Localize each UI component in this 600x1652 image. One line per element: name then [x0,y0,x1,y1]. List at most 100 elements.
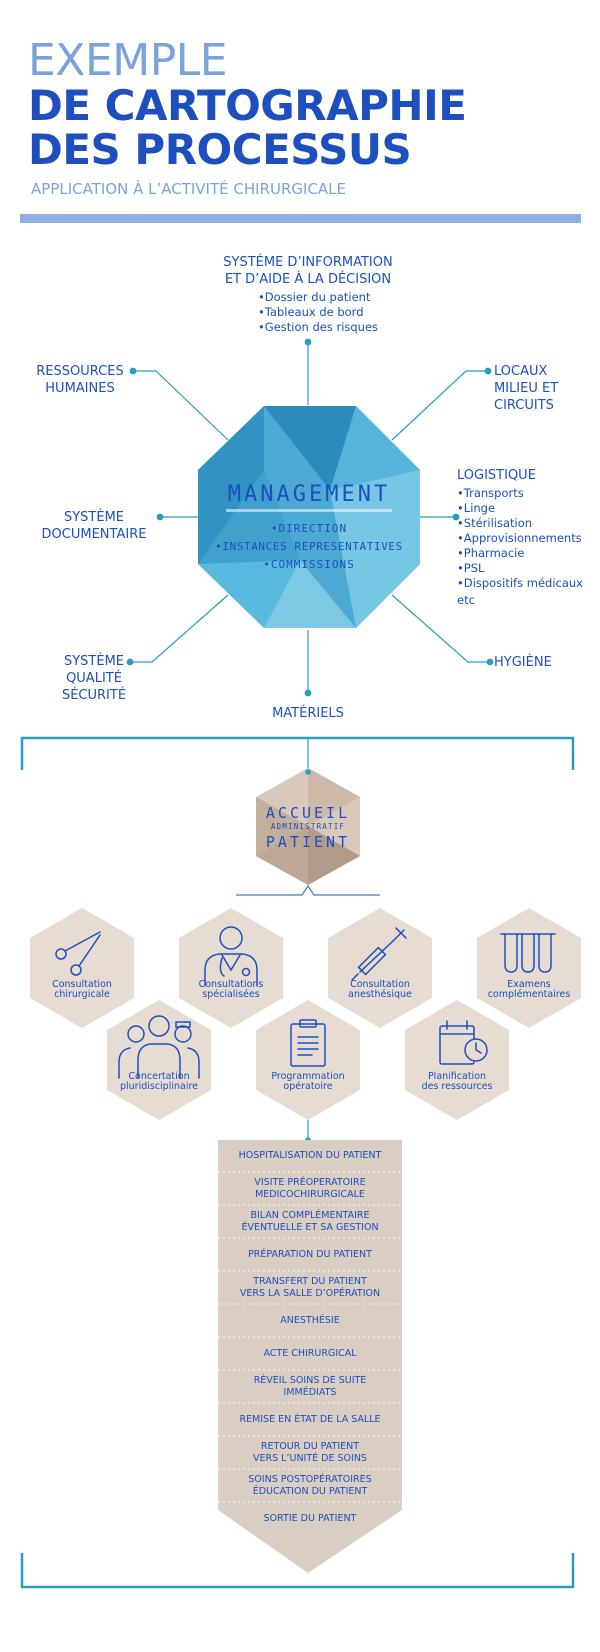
step-line: HOSPITALISATION DU PATIENT [238,1150,382,1161]
step-line: REMISE EN ÉTAT DE LA SALLE [239,1414,381,1425]
rh-line-1: RESSOURCES [36,364,124,379]
step-line: BILAN COMPLÉMENTAIRE [250,1210,370,1221]
clipboard-icon [290,1019,326,1067]
management-title: MANAGEMENT [227,482,391,507]
title-line-2: DE CARTOGRAPHIE [28,81,467,130]
locaux-line-3: CIRCUITS [494,398,554,413]
accueil-line-1: ACCUEIL [265,804,351,822]
consultation-label-line: opératoire [283,1081,333,1092]
locaux-label: LOCAUX MILIEU ET CIRCUITS [494,363,558,414]
consultation-label: Examens complémentaires [474,980,584,1000]
consultation-label-line: Consultation [350,979,410,990]
sid-item: •Gestion des risques [258,320,379,334]
accueil-line-2: ADMINISTRATIF [270,822,346,831]
consultation-hexagons [30,908,581,1120]
logistique-item: •PSL [457,561,485,575]
step-line: RETOUR DU PATIENT [260,1441,360,1452]
consultation-label-line: spécialisées [202,989,260,1000]
management-octagon [198,406,420,628]
management-item: •DIRECTION [270,522,348,535]
consultation-label: Planification des ressources [402,1072,512,1092]
locaux-line-1: LOCAUX [494,364,548,379]
step-line: ÉDUCATION DU PATIENT [252,1486,368,1497]
accueil-line-3: PATIENT [265,833,351,851]
hygiene-label: HYGIÈNE [494,655,552,670]
step-line: PRÉPARATION DU PATIENT [248,1249,372,1260]
logistique-title: LOGISTIQUE [457,468,536,483]
doc-label: SYSTÈME DOCUMENTAIRE [40,509,148,543]
process-step: ACTE CHIRURGICAL [218,1348,402,1360]
process-step: PRÉPARATION DU PATIENT [218,1249,402,1261]
step-line: VERS LA SALLE D’OPÉRATION [239,1288,381,1299]
step-line: ANESTHÉSIE [280,1315,340,1326]
step-line: IMMÉDIATS [283,1387,337,1398]
test-tubes-icon [500,933,556,973]
header-divider [20,214,581,223]
consultation-label: Consultations spécialisées [176,980,286,1000]
step-line: SORTIE DU PATIENT [263,1513,357,1524]
rh-label: RESSOURCES HUMAINES [30,363,130,397]
doc-line-2: DOCUMENTAIRE [41,527,147,542]
sid-item: •Dossier du patient [258,290,371,304]
connector-lines [126,338,494,697]
step-line: VERS L’UNITÉ DE SOINS [253,1453,367,1464]
accueil-hexagon [256,768,360,885]
step-line: VISITE PRÉOPERATOIRE [254,1177,366,1188]
step-line: ÉVENTUELLE ET SA GESTION [241,1222,379,1233]
subtitle: APPLICATION À L’ACTIVITÉ CHIRURGICALE [31,180,347,198]
sid-line-1: SYSTÉME D’INFORMATION [223,255,393,270]
consultation-label: Programmation opératoire [253,1072,363,1092]
process-step: ANESTHÉSIE [218,1315,402,1327]
rh-line-2: HUMAINES [45,381,115,396]
qualite-line-1: SYSTÈME [63,654,125,669]
process-step: REMISE EN ÉTAT DE LA SALLE [218,1414,402,1426]
step-line: MEDICOCHIRURGICALE [255,1189,365,1200]
consultation-label-line: chirurgicale [54,989,110,1000]
consultation-label-line: Consultations [198,979,264,990]
locaux-line-2: MILIEU ET [494,381,559,396]
sid-line-2: ET D’AIDE À LA DÉCISION [224,272,392,287]
consultation-label-line: pluridisciplinaire [119,1081,199,1092]
process-bracket [20,736,575,1589]
logistique-item: •Linge [457,501,496,515]
process-step: HOSPITALISATION DU PATIENT [218,1150,402,1162]
consultation-label-line: Planification [427,1071,487,1082]
title-line-1: EXEMPLE [28,35,228,86]
qualite-line-3: SÉCURITÉ [61,688,127,703]
consultation-label-line: anesthésique [348,989,412,1000]
logistique-item: •Stérilisation [457,516,533,530]
qualite-line-2: QUALITÉ [66,671,122,686]
logistique-etc: etc [457,593,475,607]
step-line: TRANSFERT DU PATIENT [253,1276,367,1287]
step-line: ACTE CHIRURGICAL [263,1348,357,1359]
medical-team-icon [118,1015,200,1079]
sid-item: •Tableaux de bord [258,305,364,319]
consultation-label-line: des ressources [421,1081,493,1092]
step-line: RÉVEIL SOINS DE SUITE [253,1375,367,1386]
syringe-icon [351,927,407,981]
title-line-3: DES PROCESSUS [28,125,412,174]
calendar-clock-icon [439,1020,488,1065]
logistique-item: •Dispositifs médicaux [457,576,583,590]
sid-label: SYSTÉME D’INFORMATION ET D’AIDE À LA DÉC… [188,254,428,288]
consultation-label: Consultation anesthésique [325,980,435,1000]
sid-list: •Dossier du patient •Tableaux de bord •G… [258,290,378,335]
consultation-label: Consultation chirurgicale [27,980,137,1000]
consultation-label-line: complémentaires [487,989,571,1000]
qualite-label: SYSTÈME QUALITÉ SÉCURITÉ [54,653,134,704]
consultation-label-line: Consultation [52,979,112,990]
process-step: SORTIE DU PATIENT [218,1513,402,1525]
logistique-list: •Transports •Linge •Stérilisation •Appro… [457,486,583,608]
consultation-label-line: Programmation [271,1071,345,1082]
logistique-item: •Transports [457,486,524,500]
consultation-label: Concertation pluridisciplinaire [104,1072,214,1092]
step-line: SOINS POSTOPÉRATOIRES [248,1474,372,1485]
surgical-scissors-icon [55,931,101,976]
